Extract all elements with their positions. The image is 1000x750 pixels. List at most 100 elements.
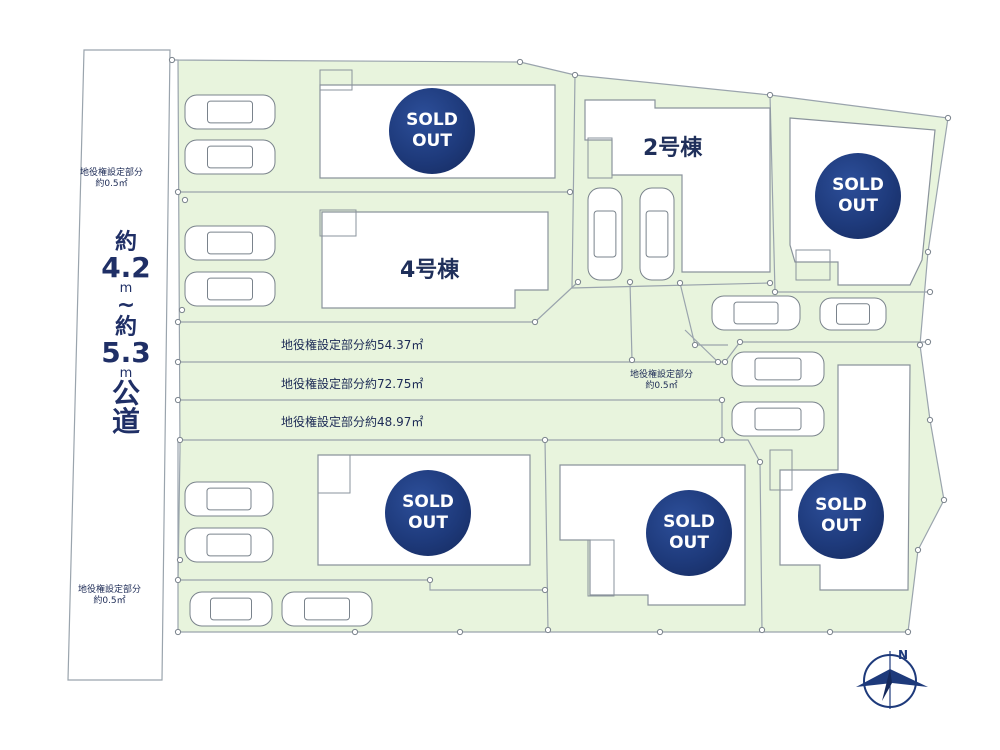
easement-small-left-bottom: 地役権設定部分 約0.5㎡ bbox=[78, 585, 141, 608]
boundary-marker bbox=[914, 546, 922, 554]
boundary-marker bbox=[351, 628, 359, 636]
parked-car-icon bbox=[184, 139, 276, 175]
out-text: OUT bbox=[821, 516, 861, 536]
building-2 bbox=[584, 99, 771, 273]
sold-out-badge: SOLD OUT bbox=[389, 88, 475, 174]
boundary-marker bbox=[531, 318, 539, 326]
easement-strip-1: 地役権設定部分約54.37㎡ bbox=[281, 338, 424, 352]
boundary-marker bbox=[574, 278, 582, 286]
boundary-marker bbox=[181, 196, 189, 204]
boundary-marker bbox=[924, 338, 932, 346]
boundary-marker bbox=[718, 436, 726, 444]
boundary-marker bbox=[176, 436, 184, 444]
boundary-marker bbox=[174, 358, 182, 366]
boundary-marker bbox=[771, 288, 779, 296]
boundary-marker bbox=[676, 279, 684, 287]
boundary-marker bbox=[758, 626, 766, 634]
parked-car-icon bbox=[184, 271, 276, 307]
boundary-marker bbox=[516, 58, 524, 66]
sold-out-badge: SOLD OUT bbox=[385, 470, 471, 556]
boundary-marker bbox=[916, 341, 924, 349]
easement-small-area: 約0.5㎡ bbox=[645, 381, 678, 392]
north-compass-icon: N bbox=[856, 648, 928, 709]
boundary-marker bbox=[766, 91, 774, 99]
boundary-marker bbox=[176, 556, 184, 564]
easement-small-right: 地役権設定部分 約0.5㎡ bbox=[630, 370, 693, 393]
sold-out-badge: SOLD OUT bbox=[646, 490, 732, 576]
parked-car-icon bbox=[819, 297, 887, 331]
boundary-marker bbox=[456, 628, 464, 636]
boundary-marker bbox=[766, 279, 774, 287]
road-approx-1: 約 bbox=[114, 230, 137, 255]
boundary-marker bbox=[426, 576, 434, 584]
boundary-marker bbox=[628, 356, 636, 364]
easement-small-area: 約0.5㎡ bbox=[93, 596, 126, 607]
boundary-marker bbox=[566, 188, 574, 196]
easement-strip-2: 地役権設定部分約72.75㎡ bbox=[281, 377, 424, 391]
parked-car-icon bbox=[639, 187, 675, 281]
boundary-marker bbox=[940, 496, 948, 504]
road-width-max: 5.3 bbox=[101, 336, 151, 369]
boundary-marker bbox=[926, 288, 934, 296]
out-text: OUT bbox=[412, 131, 452, 151]
easement-small-left-top: 地役権設定部分 約0.5㎡ bbox=[80, 168, 143, 191]
boundary-markers bbox=[168, 56, 952, 636]
parked-car-icon bbox=[184, 225, 276, 261]
boundary-marker bbox=[626, 278, 634, 286]
parked-car-icon bbox=[731, 351, 825, 387]
building-4 bbox=[321, 211, 549, 309]
parked-car-icon bbox=[184, 94, 276, 130]
road-kind-2: 道 bbox=[111, 405, 140, 438]
boundary-marker bbox=[168, 56, 176, 64]
parked-car-icon bbox=[711, 295, 801, 331]
boundary-marker bbox=[544, 626, 552, 634]
sold-text: SOLD bbox=[406, 109, 458, 130]
boundary-marker bbox=[178, 306, 186, 314]
road-approx-2: 約 bbox=[114, 315, 137, 340]
boundary-marker bbox=[541, 586, 549, 594]
boundary-marker bbox=[721, 358, 729, 366]
sold-text: SOLD bbox=[832, 174, 884, 195]
sold-text: SOLD bbox=[815, 494, 867, 515]
easement-small-label: 地役権設定部分 bbox=[630, 370, 694, 380]
road-unit-1: m bbox=[119, 281, 133, 296]
boundary-marker bbox=[571, 71, 579, 79]
boundary-marker bbox=[924, 248, 932, 256]
boundary-marker bbox=[926, 416, 934, 424]
public-road bbox=[67, 49, 171, 681]
boundary-marker bbox=[174, 188, 182, 196]
road-kind-1: 公 bbox=[111, 377, 140, 410]
road-width-min: 4.2 bbox=[101, 251, 151, 284]
boundary-marker bbox=[904, 628, 912, 636]
road-tilde: ~ bbox=[116, 293, 136, 318]
sold-text: SOLD bbox=[663, 511, 715, 532]
boundary-marker bbox=[714, 358, 722, 366]
parked-car-icon bbox=[281, 591, 373, 627]
boundary-marker bbox=[541, 436, 549, 444]
boundary-marker bbox=[718, 396, 726, 404]
parked-car-icon bbox=[731, 401, 825, 437]
boundary-marker bbox=[174, 628, 182, 636]
easement-small-area: 約0.5㎡ bbox=[95, 179, 128, 190]
easement-strip-3: 地役権設定部分約48.97㎡ bbox=[281, 415, 424, 429]
road-unit-2: m bbox=[119, 366, 133, 381]
building-2-label: 2号棟 bbox=[643, 136, 703, 161]
boundary-marker bbox=[174, 318, 182, 326]
parked-car-icon bbox=[587, 187, 623, 281]
easement-small-label: 地役権設定部分 bbox=[78, 585, 142, 595]
building-details bbox=[317, 69, 831, 597]
sold-out-badge: SOLD OUT bbox=[815, 153, 901, 239]
boundary-marker bbox=[691, 341, 699, 349]
out-text: OUT bbox=[669, 533, 709, 553]
boundary-marker bbox=[736, 338, 744, 346]
boundary-marker bbox=[944, 114, 952, 122]
parked-car-icon bbox=[184, 527, 274, 563]
sold-text: SOLD bbox=[402, 491, 454, 512]
out-text: OUT bbox=[838, 196, 878, 216]
easement-small-label: 地役権設定部分 bbox=[80, 168, 144, 178]
out-text: OUT bbox=[408, 513, 448, 533]
building-4-label: 4号棟 bbox=[400, 258, 460, 283]
north-letter: N bbox=[898, 648, 908, 662]
boundary-marker bbox=[756, 458, 764, 466]
boundary-marker bbox=[826, 628, 834, 636]
